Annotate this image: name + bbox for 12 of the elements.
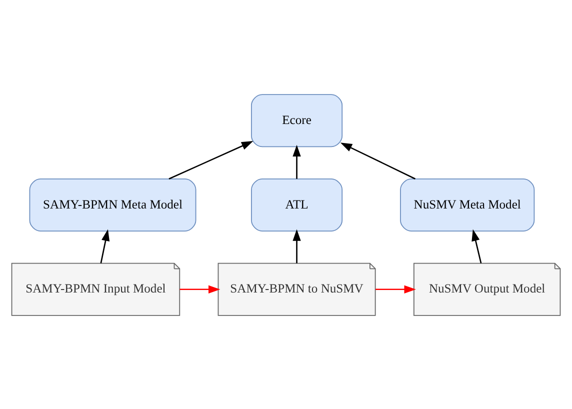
arrow	[180, 284, 220, 293]
arrow	[292, 228, 301, 263]
arrow	[340, 142, 416, 179]
arrow	[376, 284, 416, 293]
node-box: NuSMV Meta Model	[400, 178, 535, 231]
arrow	[292, 144, 301, 178]
arrow	[472, 228, 482, 263]
node-box: Ecore	[251, 94, 343, 147]
node-box: ATL	[251, 178, 343, 231]
arrow	[168, 140, 254, 179]
node-box: SAMY-BPMN Meta Model	[29, 178, 196, 231]
arrow	[100, 228, 110, 263]
